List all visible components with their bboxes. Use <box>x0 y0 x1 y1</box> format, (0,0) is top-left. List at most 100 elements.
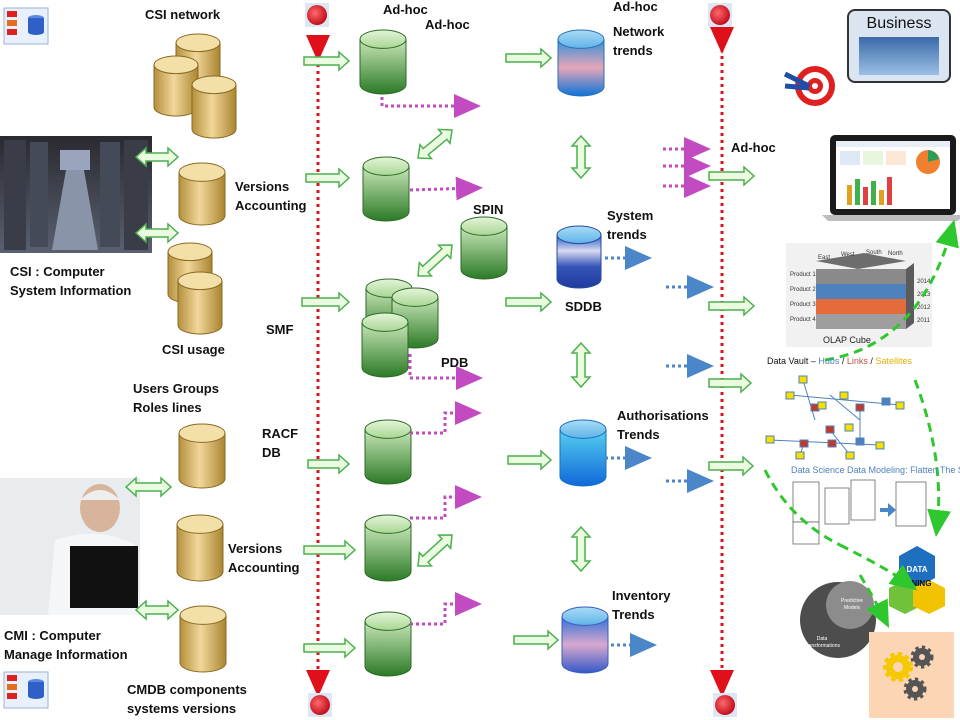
two-way-arrow <box>134 599 180 621</box>
predictive-label: Models <box>844 605 861 611</box>
data-mining-icon: DATA MINING <box>889 546 945 614</box>
spin-label: SPIN <box>473 202 504 217</box>
flow-arrow <box>507 449 553 471</box>
adhoc-label: Ad-hoc <box>613 0 658 14</box>
predictive-label: Predictive <box>841 598 863 604</box>
two-way-arrow <box>124 476 173 498</box>
datacenter-photo <box>0 136 152 253</box>
two-way-arrow <box>570 134 592 180</box>
arrows-layer <box>124 47 756 659</box>
business-box: Business <box>847 9 951 83</box>
magenta-flow-arrow <box>410 592 482 626</box>
storage-cylinder <box>178 423 226 489</box>
data-vault-caption: Data Vault – Hubs / Links / Satellites <box>767 356 912 366</box>
datamart-cylinder <box>364 419 412 485</box>
cube-product-label: Product 2 <box>790 287 816 293</box>
magenta-flow-arrow <box>410 401 482 435</box>
cube-year-label: 2012 <box>917 305 931 311</box>
storage-cylinder <box>178 162 226 226</box>
cube-year-label: 2011 <box>917 318 931 324</box>
flow-arrow <box>301 291 351 313</box>
cube-product-label: Product 3 <box>790 302 816 308</box>
magenta-flow-arrow <box>408 354 483 390</box>
cube-product-label: Product 1 <box>790 272 816 278</box>
magenta-flow-arrow <box>410 485 482 520</box>
cylinders-layer <box>153 29 609 677</box>
flow-arrow <box>708 165 756 187</box>
data-science-caption: Data Science Data Modeling: Flatten The … <box>791 465 960 475</box>
flow-arrow <box>305 167 351 189</box>
two-way-arrow <box>134 146 180 168</box>
adhoc-label: Ad-hoc <box>731 140 776 155</box>
transformations-label: Data <box>817 636 828 642</box>
cube-region-label: East <box>818 255 830 261</box>
flow-arrow <box>303 539 357 561</box>
smf-label: SMF <box>266 322 294 337</box>
storage-cylinder <box>153 55 199 117</box>
datamart-cylinder <box>460 216 508 280</box>
csi-network-label: CSI network <box>145 7 221 22</box>
flow-arrow <box>307 453 351 475</box>
business-label: Business <box>866 15 932 32</box>
datamart-cylinder <box>364 611 412 677</box>
person-photo <box>0 478 140 615</box>
inventory-trends-cylinder <box>561 606 609 674</box>
authorisations-trends-cylinder <box>559 419 607 487</box>
cube-region-label: West <box>841 252 855 258</box>
system-trends-cylinder <box>556 225 602 289</box>
database-corner-icon <box>3 7 49 45</box>
data-mining-label: DATA <box>906 565 927 574</box>
flow-arrow <box>303 50 351 72</box>
cube-region-label: North <box>888 251 903 257</box>
storage-cylinder <box>191 75 237 139</box>
two-way-arrow <box>417 534 453 567</box>
red-node-icon <box>305 3 737 717</box>
database-corner-icon <box>3 671 49 709</box>
flow-arrow <box>708 295 756 317</box>
datamart-cylinder <box>364 514 412 582</box>
csi-usage-label: CSI usage <box>162 342 225 357</box>
business-people-image <box>859 37 939 75</box>
sddb-label: SDDB <box>565 299 602 314</box>
storage-cylinder <box>176 514 224 582</box>
red-flow-lines <box>306 27 734 697</box>
olap-cube-caption: OLAP Cube <box>823 335 871 345</box>
two-way-arrow <box>570 341 592 389</box>
flow-arrow <box>708 455 755 477</box>
datamart-cylinder <box>361 312 409 378</box>
adhoc-label: Ad-hoc <box>383 2 428 17</box>
laptop-dashboard-icon <box>822 135 960 221</box>
two-way-arrow <box>570 525 592 573</box>
transformations-label: Transformations <box>804 643 840 649</box>
network-trends-cylinder <box>557 29 605 97</box>
storage-cylinder <box>177 271 223 335</box>
predictive-models-icon: Predictive Models Data Transformations <box>800 581 876 658</box>
datamart-cylinder <box>362 156 410 222</box>
magenta-flow-arrow <box>409 176 483 201</box>
flow-arrow <box>303 637 357 659</box>
flat-tables-diagram <box>792 479 927 545</box>
magenta-flow-arrow <box>380 94 481 118</box>
datamart-cylinder <box>359 29 407 95</box>
target-icon <box>781 64 843 106</box>
adhoc-label: Ad-hoc <box>425 17 470 32</box>
gears-icon <box>869 632 954 718</box>
flow-arrow <box>513 629 560 651</box>
cube-region-label: South <box>866 250 882 256</box>
cube-product-label: Product 4 <box>790 317 816 323</box>
green-dashed-flow <box>763 219 959 629</box>
flow-arrow <box>505 47 553 69</box>
two-way-arrow <box>134 222 180 244</box>
storage-cylinder <box>179 605 227 673</box>
flow-arrow <box>708 372 753 394</box>
